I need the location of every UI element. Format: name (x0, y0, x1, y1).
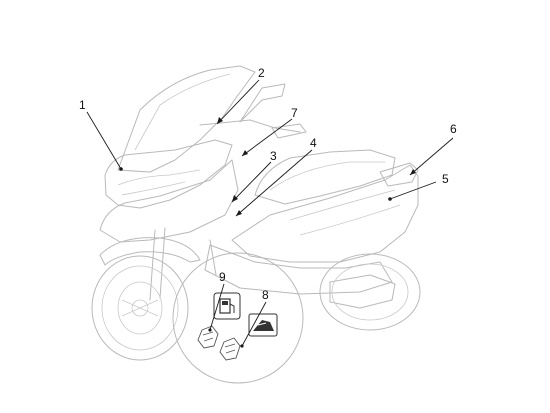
callout-5: 5 (442, 172, 449, 186)
callout-9: 9 (219, 270, 226, 284)
callout-1: 1 (79, 98, 86, 112)
callout-2: 2 (258, 66, 265, 80)
fuel-pump-icon (213, 292, 241, 320)
callout-3: 3 (270, 149, 277, 163)
scooter-outline (91, 65, 421, 361)
leader-lines (86, 79, 454, 348)
callout-6: 6 (450, 122, 457, 136)
callout-labels: 1 2 3 4 5 6 7 8 9 (79, 66, 457, 302)
callout-4: 4 (310, 136, 317, 150)
callout-7: 7 (291, 106, 298, 120)
callout-8: 8 (262, 288, 269, 302)
clip-part-lower (219, 337, 241, 361)
detail-magnifier (172, 239, 304, 384)
clip-part-upper (197, 325, 219, 349)
